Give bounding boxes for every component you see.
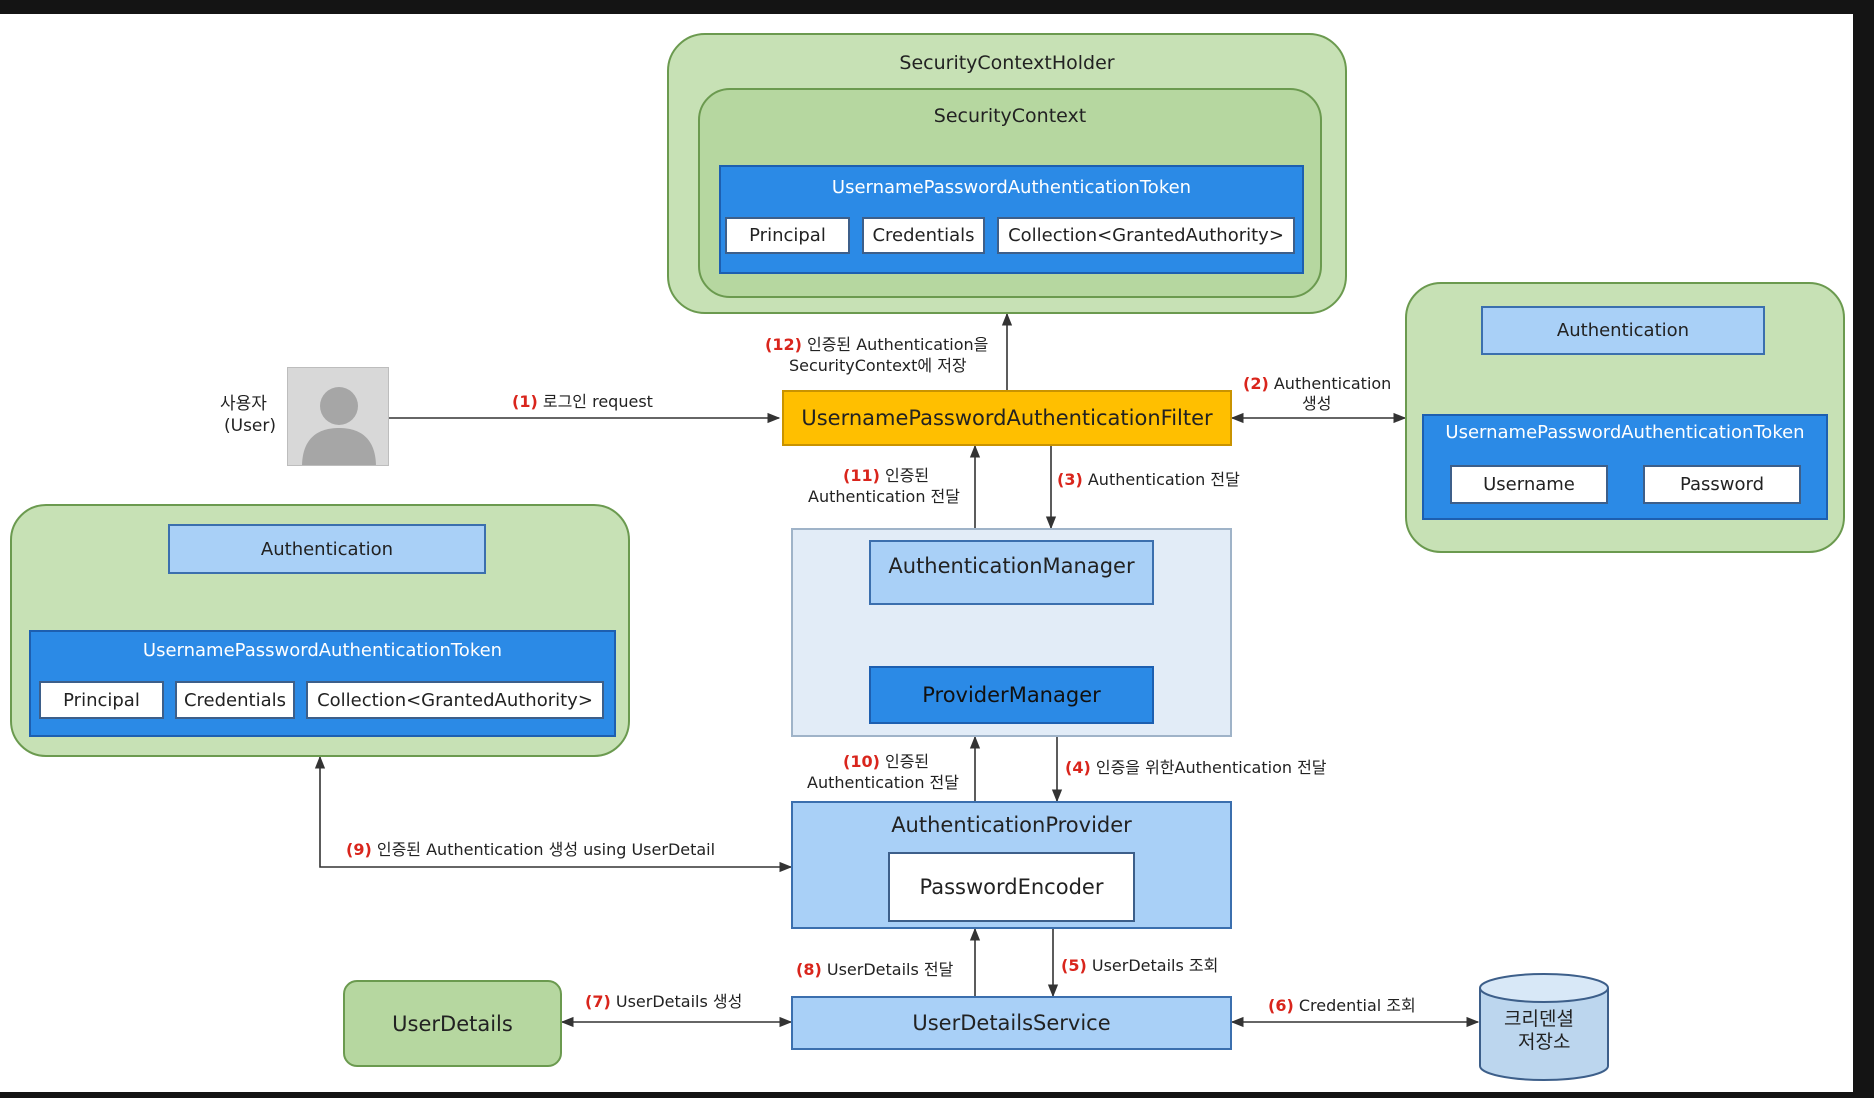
step-1-label: (1) 로그인 request <box>512 392 653 411</box>
user-details: UserDetails <box>343 980 562 1067</box>
arrow-step-9 <box>314 755 793 873</box>
context-token-title: UsernamePasswordAuthenticationToken <box>831 177 1192 198</box>
step-11-label-2: Authentication 전달 <box>808 487 960 506</box>
user-label-en: (User) <box>224 416 277 436</box>
authentication-filter-label: UsernamePasswordAuthenticationFilter <box>801 406 1213 430</box>
left-field-credentials: Credentials <box>175 681 295 719</box>
right-authentication-box: Authentication <box>1481 306 1765 355</box>
credential-store-icon <box>1479 973 1609 1081</box>
left-token-title: UsernamePasswordAuthenticationToken <box>142 640 503 661</box>
authentication-filter: UsernamePasswordAuthenticationFilter <box>782 390 1232 446</box>
context-field-authorities: Collection<GrantedAuthority> <box>997 217 1295 254</box>
credential-store-label: 크리덴셜 <box>1504 1008 1574 1030</box>
user-label: 사용자 <box>220 394 267 414</box>
step-3-label: (3) Authentication 전달 <box>1057 470 1240 489</box>
user-avatar <box>287 367 389 466</box>
context-field-principal: Principal <box>725 217 850 254</box>
password-encoder: PasswordEncoder <box>888 852 1135 922</box>
user-details-service: UserDetailsService <box>791 996 1232 1050</box>
security-context-title: SecurityContext <box>933 105 1087 127</box>
right-field-username: Username <box>1450 465 1608 504</box>
step-12-label: (12) 인증된 Authentication을 <box>765 335 989 354</box>
user-icon <box>302 387 376 465</box>
step-5-label: (5) UserDetails 조회 <box>1061 956 1219 975</box>
step-2-label: (2) Authentication <box>1243 374 1392 393</box>
right-field-password: Password <box>1643 465 1801 504</box>
step-7-label: (7) UserDetails 생성 <box>585 992 743 1011</box>
step-4-label: (4) 인증을 위한Authentication 전달 <box>1065 758 1327 777</box>
credential-store-label-2: 저장소 <box>1518 1031 1571 1053</box>
step-11-label: (11) 인증된 <box>843 466 930 485</box>
diagram-canvas: SecurityContextHolder SecurityContext Us… <box>0 14 1853 1092</box>
authentication-provider-title: AuthenticationProvider <box>891 813 1132 837</box>
provider-manager: ProviderManager <box>869 666 1154 724</box>
left-authentication-box: Authentication <box>168 524 486 574</box>
security-context-holder-title: SecurityContextHolder <box>899 52 1115 74</box>
left-field-authorities: Collection<GrantedAuthority> <box>306 681 604 719</box>
context-field-credentials: Credentials <box>862 217 985 254</box>
right-token-title: UsernamePasswordAuthenticationToken <box>1445 422 1805 443</box>
left-field-principal: Principal <box>39 681 164 719</box>
step-10-label-2: Authentication 전달 <box>807 773 959 792</box>
step-9-label: (9) 인증된 Authentication 생성 using UserDeta… <box>346 840 716 859</box>
authentication-manager: AuthenticationManager <box>869 540 1154 605</box>
step-2-label-2: 생성 <box>1302 394 1332 413</box>
step-6-label: (6) Credential 조회 <box>1268 996 1416 1015</box>
step-10-label: (10) 인증된 <box>843 752 930 771</box>
step-12-label-2: SecurityContext에 저장 <box>789 356 967 375</box>
step-8-label: (8) UserDetails 전달 <box>796 960 954 979</box>
